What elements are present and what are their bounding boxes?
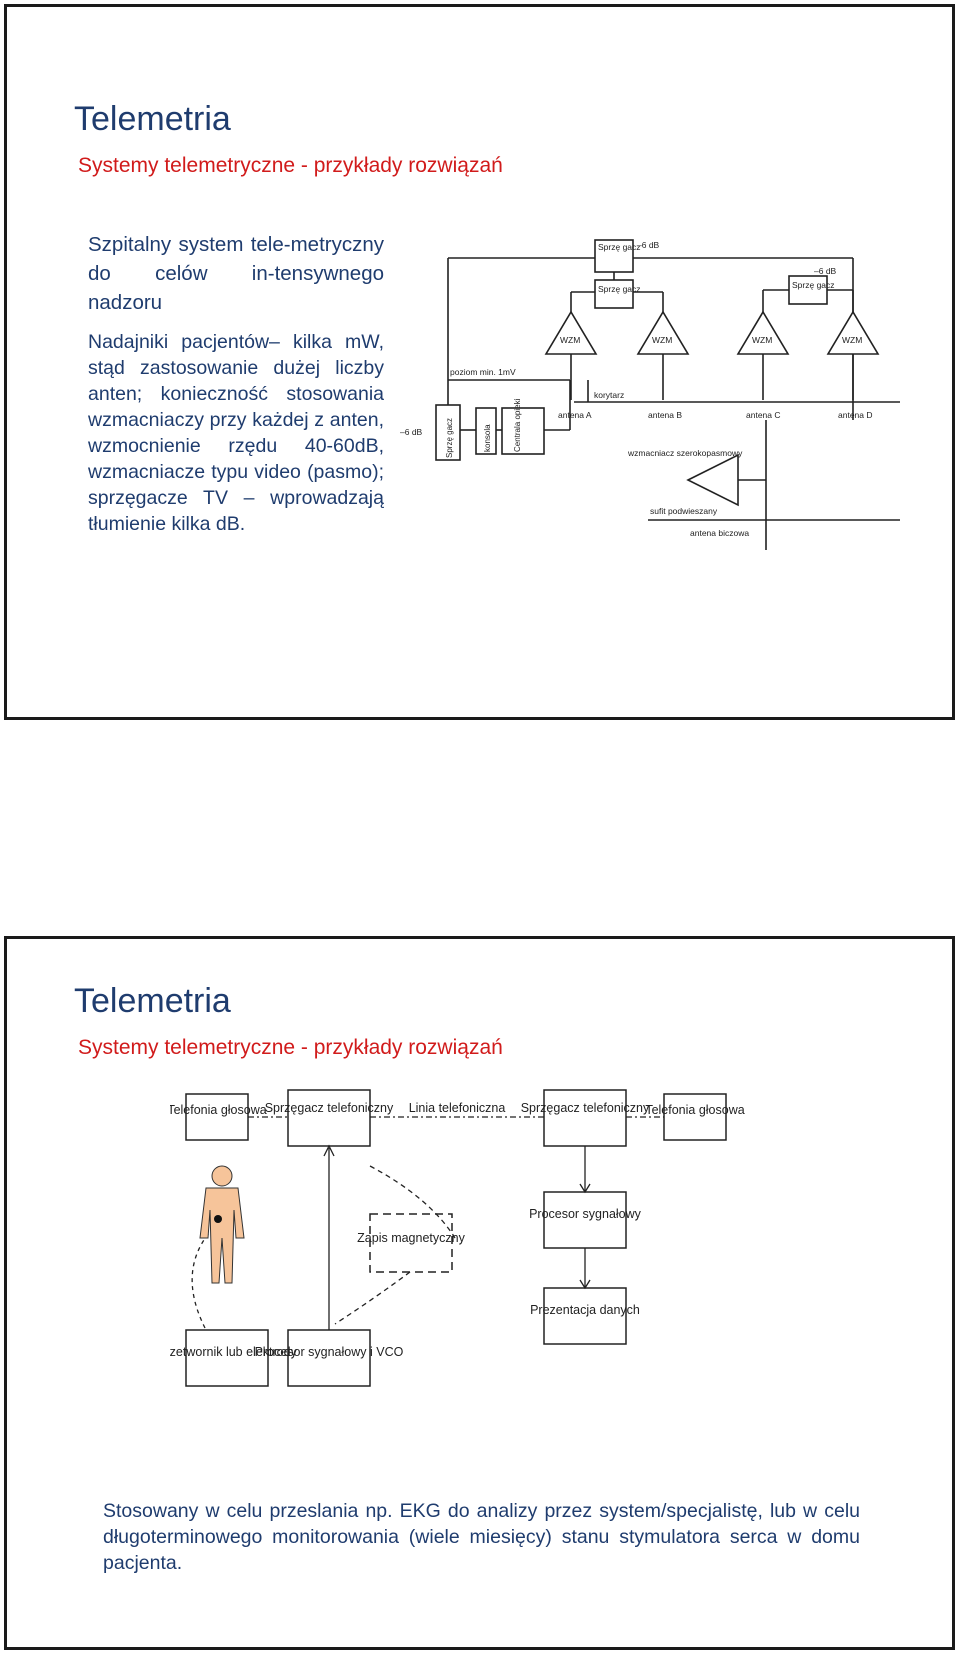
processor-label: Procesor sygnałowy	[529, 1207, 642, 1221]
coupler-left-label: Sprzę gacz	[445, 418, 454, 458]
ceiling-label: sufit podwieszany	[650, 506, 718, 516]
antenna-d-label: antena D	[838, 410, 873, 420]
processor-vco-label: Procesor sygnałowy i VCO	[255, 1345, 404, 1359]
wideband-label: wzmacniacz szerokopasmowy	[627, 448, 743, 458]
recording-label: Zapis magnetyczny	[357, 1231, 465, 1245]
phone-right: Telefonia głosowa	[645, 1103, 744, 1117]
coupler-right: Sprzęgacz telefoniczny	[521, 1101, 650, 1115]
antenna-a-label: antena A	[558, 410, 592, 420]
phone-line-label: Linia telefoniczna	[409, 1101, 506, 1115]
wzm-c: WZM	[752, 335, 772, 345]
db-label-right: –6 dB	[814, 266, 837, 276]
antenna-c-label: antena C	[746, 410, 781, 420]
coupler-left: Sprzęgacz telefoniczny	[265, 1101, 394, 1115]
wzm-d: WZM	[842, 335, 862, 345]
antenna-system-diagram: Sprzę gacz –6 dB Sprzę gacz Sprzę gacz –…	[400, 239, 900, 550]
presentation-label: Prezentacja danych	[530, 1303, 640, 1317]
slide2-subtitle: Systemy telemetryczne - przykłady rozwią…	[78, 1036, 503, 1059]
patient-figure	[199, 1165, 245, 1284]
db-label-top: –6 dB	[637, 240, 660, 250]
biconical-label: antena biczowa	[690, 528, 749, 538]
coupler-mid-label: Sprzę gacz	[598, 284, 641, 294]
slide-1	[4, 4, 955, 720]
level-label: poziom min. 1mV	[450, 367, 516, 377]
slide1-title: Telemetria	[74, 100, 231, 138]
transducer-label: Przetwornik lub elektrody	[170, 1345, 298, 1359]
wzm-b: WZM	[652, 335, 672, 345]
central-label: Centrala opieki	[513, 398, 522, 452]
slide1-body-text: Nadajniki pacjentów– kilka mW, stąd zast…	[88, 331, 384, 535]
console-label: konsola	[483, 424, 492, 452]
db-label-left: –6 dB	[400, 427, 423, 437]
slide1-heading-text: Szpitalny system tele-metryczny do celów…	[88, 233, 384, 314]
slide1-subtitle: Systemy telemetryczne - przykłady rozwią…	[78, 154, 503, 177]
coupler-top-label: Sprzę gacz	[598, 242, 641, 252]
wzm-a: WZM	[560, 335, 580, 345]
phone-left-line1: Telefonia głosowa	[170, 1103, 267, 1117]
coupler-right-label: Sprzę gacz	[792, 280, 835, 290]
slide2-caption: Stosowany w celu przeslania np. EKG do a…	[103, 1500, 860, 1574]
antenna-b-label: antena B	[648, 410, 682, 420]
slide-2	[4, 936, 955, 1650]
ekg-telemetry-diagram: Telefonia głosowa Sprzęgacz telefoniczny…	[170, 1089, 745, 1387]
corridor-label: korytarz	[594, 390, 624, 400]
slide2-title: Telemetria	[74, 982, 231, 1020]
